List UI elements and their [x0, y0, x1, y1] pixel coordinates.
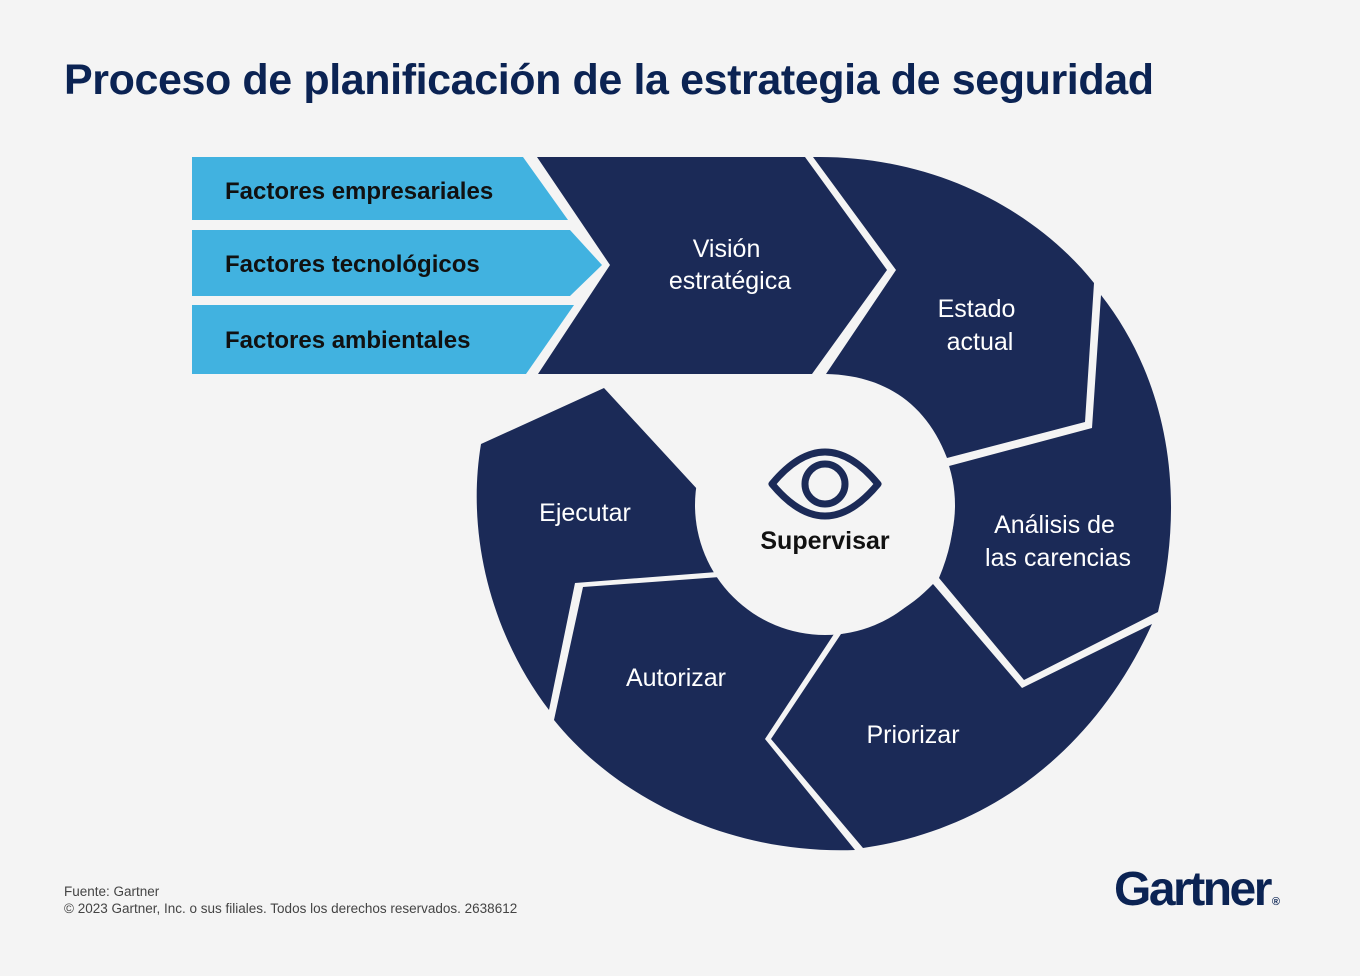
vision-label: Visión estratégica [669, 235, 791, 295]
estado-segment [813, 156, 1094, 458]
logo-text: Gartner [1114, 863, 1272, 916]
source-line: Fuente: Gartner [64, 884, 160, 899]
priorizar-label: Priorizar [866, 721, 959, 749]
estado-label: Estado actual [938, 295, 1023, 356]
analisis-label: Análisis de las carencias [985, 511, 1131, 572]
autorizar-segment [554, 577, 855, 851]
copyright-line: © 2023 Gartner, Inc. o sus filiales. Tod… [64, 901, 518, 916]
input-arrow-business [192, 157, 568, 220]
autorizar-label: Autorizar [626, 664, 726, 692]
analisis-segment [939, 295, 1172, 680]
gartner-logo: Gartner® [1114, 862, 1280, 917]
input-label-environment: Factores ambientales [225, 327, 470, 354]
ejecutar-segment [476, 388, 717, 710]
priorizar-segment [771, 584, 1152, 848]
ejecutar-label: Ejecutar [539, 499, 631, 527]
source-note: Fuente: Gartner © 2023 Gartner, Inc. o s… [64, 883, 517, 917]
center-label: Supervisar [760, 527, 890, 555]
input-label-technology: Factores tecnológicos [225, 251, 480, 278]
vision-segment [537, 157, 887, 374]
input-arrow-environment [192, 305, 574, 374]
input-label-business: Factores empresariales [225, 178, 493, 205]
input-arrow-technology [192, 230, 602, 296]
eye-icon [768, 448, 882, 520]
page-title: Proceso de planificación de la estrategi… [64, 56, 1154, 104]
registered-mark: ® [1271, 896, 1280, 908]
